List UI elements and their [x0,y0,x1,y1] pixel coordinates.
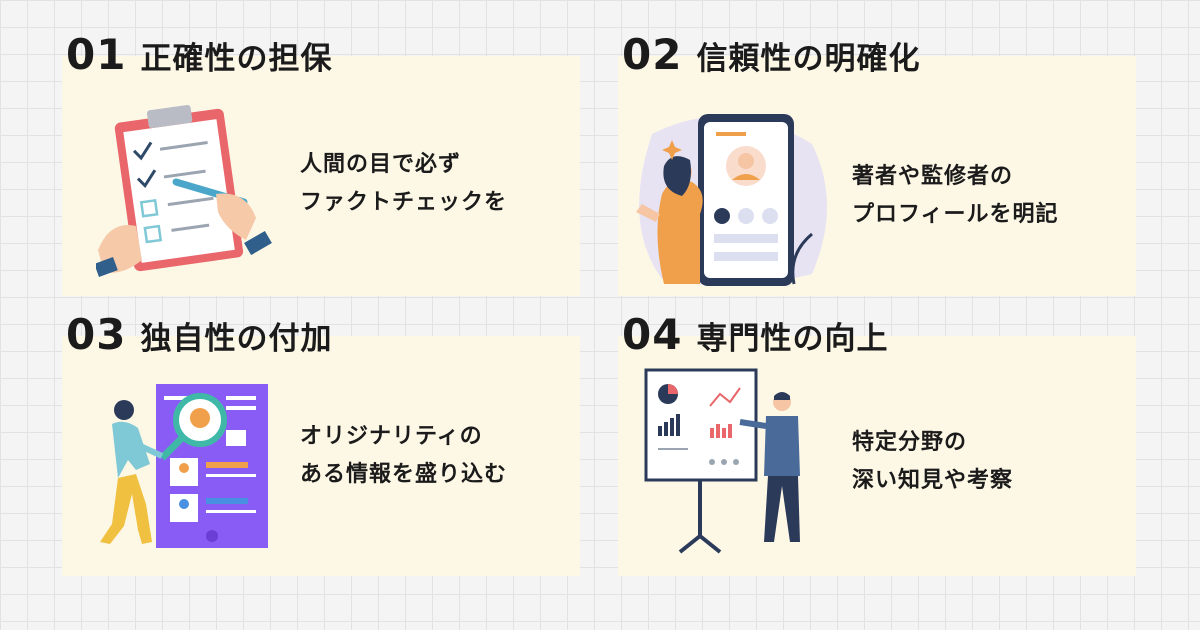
description-line: 深い知見や考察 [852,468,1014,493]
section-heading-04: 04 専門性の向上 [622,310,888,359]
section-title: 信頼性の明確化 [696,41,921,77]
description-line: ある情報を盛り込む [300,462,508,487]
description-line: 著者や監修者の [852,164,1014,189]
section-title: 専門性の向上 [696,321,889,357]
clipboard-checklist-illustration [96,104,272,277]
section-heading-03: 03 独自性の付加 [66,310,332,359]
description-line: 特定分野の [852,430,968,455]
section-description-03: オリジナリティの ある情報を盛り込む [300,418,507,494]
section-number: 04 [622,310,683,359]
description-line: オリジナリティの [300,424,483,449]
description-line: 人間の目で必ず [300,152,462,177]
section-number: 03 [66,310,127,359]
section-description-01: 人間の目で必ず ファクトチェックを [300,146,507,222]
section-number: 02 [622,30,683,79]
section-description-02: 著者や監修者の プロフィールを明記 [852,158,1059,234]
description-line: プロフィールを明記 [852,202,1059,227]
section-number: 01 [66,30,127,79]
original-content-illustration [100,384,268,548]
section-heading-01: 01 正確性の担保 [66,30,332,79]
section-description-04: 特定分野の 深い知見や考察 [852,424,1013,500]
profile-phone-illustration [636,114,827,286]
section-heading-02: 02 信頼性の明確化 [622,30,920,79]
description-line: ファクトチェックを [300,190,508,215]
section-title: 独自性の付加 [140,321,333,357]
section-title: 正確性の担保 [140,41,333,77]
presentation-board-illustration [644,368,800,554]
